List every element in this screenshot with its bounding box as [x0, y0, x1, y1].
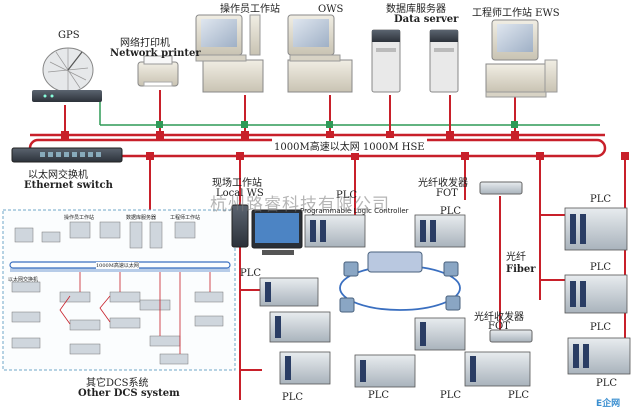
network-printer-icon: [137, 55, 179, 87]
watermark-text: 杭州路睿科技有限公司: [210, 195, 390, 215]
engineer-workstation-icon: [485, 19, 558, 98]
plc-right-3-label: PLC: [590, 322, 612, 333]
inset-operator-label: 操作员工作站: [64, 215, 95, 221]
dbserver-label-en: Data server: [394, 14, 459, 25]
dbserver-label-cn: 数据库服务器: [386, 4, 446, 15]
fiber-label-en: Fiber: [506, 264, 536, 275]
inset-switch-label: 以太网交换机: [8, 277, 39, 283]
printer-label-cn: 网络打印机: [120, 38, 170, 49]
other-dcs-label-en: Other DCS system: [78, 388, 180, 399]
other-dcs-inset: [2, 209, 236, 371]
plc-left-mid-label: PLC: [240, 268, 262, 279]
plc-right-4-label: PLC: [596, 378, 618, 389]
fot-bottom-label-cn: 光纤收发器: [474, 312, 524, 323]
fiber-ring: [339, 251, 461, 313]
operator-ws-label: 操作员工作站: [220, 4, 280, 15]
hse-bus-label: 1000M高速以太网 1000M HSE: [272, 138, 427, 153]
bus-connectors: [61, 131, 629, 160]
engineer-ws-label: 工程师工作站 EWS: [472, 8, 560, 19]
other-dcs-label-cn: 其它DCS系统: [86, 378, 149, 389]
plc-bottom-3-label: PLC: [440, 390, 462, 401]
plc-right-1-label: PLC: [590, 194, 612, 205]
plc-center-label: PLC: [440, 206, 462, 217]
inset-engineer-label: 工程师工作站: [170, 215, 201, 221]
data-server-icon: [371, 29, 459, 93]
local-ws-icon: [231, 204, 303, 255]
ethernet-switch-icon: [11, 147, 123, 163]
plc-bottom-4-label: PLC: [508, 390, 530, 401]
ows-workstation-icon: [287, 14, 353, 93]
ows-label: OWS: [318, 4, 344, 15]
local-ws-label-cn: 现场工作站: [212, 178, 262, 189]
plc-top-label: PLC: [336, 190, 358, 201]
fiber-label-cn: 光纤: [506, 252, 526, 263]
fot-top-icon: [479, 181, 523, 195]
printer-label-en: Network printer: [110, 48, 201, 59]
gps-antenna-icon: [32, 47, 102, 102]
local-ws-label-en: Local WS: [216, 188, 264, 199]
fot-bottom-icon: [489, 329, 533, 343]
fot-top-label-cn: 光纤收发器: [418, 178, 468, 189]
plc-controller-label: Programmable Logic Controller: [300, 207, 409, 215]
gps-label: GPS: [58, 30, 80, 41]
switch-label-cn: 以太网交换机: [28, 170, 88, 181]
inset-bus-label: 1000M高速以太网: [96, 262, 139, 269]
operator-workstation-icon: [195, 14, 264, 93]
switch-label-en: Ethernet switch: [24, 180, 113, 191]
plc-bottom-1-label: PLC: [282, 392, 304, 403]
inset-dbserver-label: 数据库服务器: [126, 215, 157, 221]
plc-bottom-2-label: PLC: [368, 390, 390, 401]
plc-right-2-label: PLC: [590, 262, 612, 273]
fot-bottom-label-en: FOT: [488, 321, 510, 332]
fot-top-label-en: FOT: [436, 188, 458, 199]
site-logo: E企网: [596, 399, 621, 409]
